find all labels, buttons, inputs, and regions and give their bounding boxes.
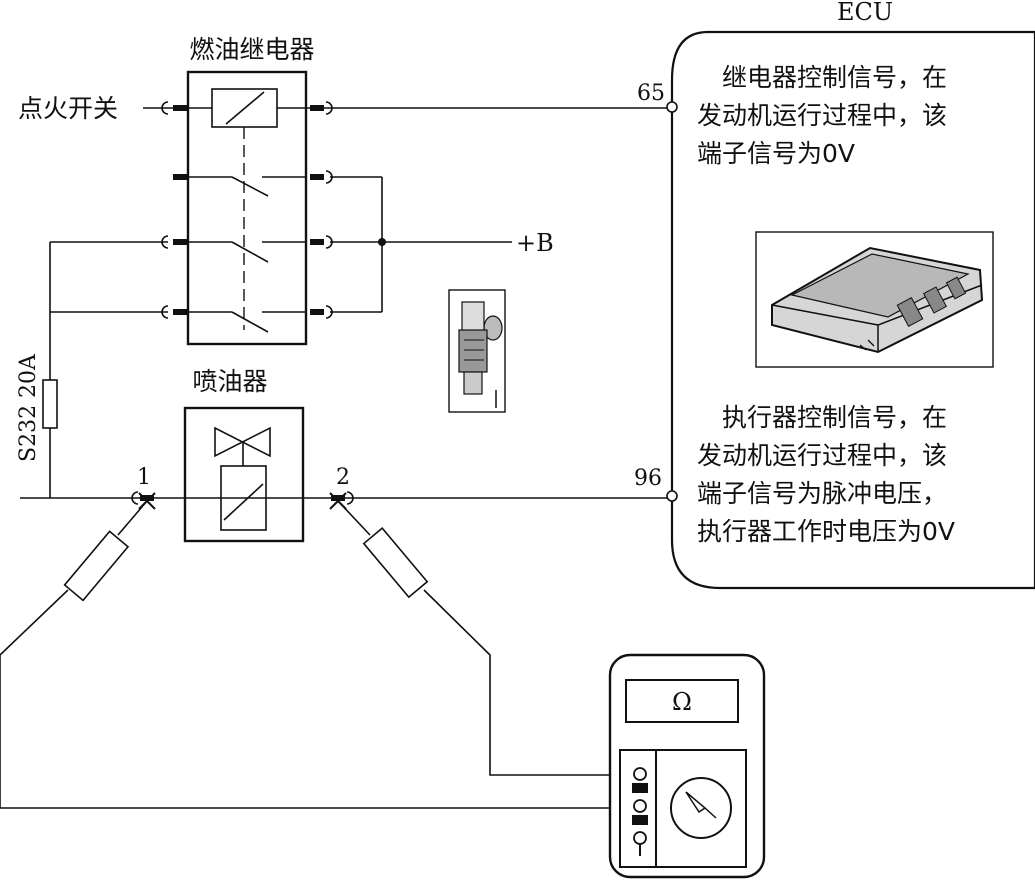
- ecu-note-relay-line1: 继电器控制信号，在: [722, 63, 947, 92]
- relay-switch-contacts: [161, 170, 333, 333]
- battery-label: +B: [516, 229, 554, 257]
- pin-65-terminal: [666, 101, 678, 113]
- pin-65-label: 65: [637, 81, 665, 106]
- ecu-note-relay: 继电器控制信号，在 发动机运行过程中，该 端子信号为0V: [697, 63, 947, 168]
- injector-label: 喷油器: [192, 367, 267, 396]
- relay-coil-icon: [211, 88, 278, 128]
- lead-right: [423, 589, 625, 776]
- meter-display: Ω: [672, 688, 692, 716]
- injector-valve-icon: [214, 426, 271, 531]
- ecu-label: ECU: [837, 0, 893, 26]
- injector-pin-1: [131, 491, 139, 505]
- pin-96-label: 96: [634, 466, 662, 491]
- fuel-relay-label: 燃油继电器: [189, 35, 314, 64]
- pin-1-label: 1: [137, 465, 151, 490]
- pin-2-label: 2: [336, 465, 350, 490]
- ecu-note-relay-line3: 端子信号为0V: [697, 139, 855, 168]
- probe-left: [63, 492, 156, 602]
- ecu-note-actuator-line1: 执行器控制信号，在: [722, 403, 947, 432]
- ecu-note-actuator-line3: 端子信号为脉冲电压，: [697, 479, 947, 508]
- multimeter-icon: [608, 653, 766, 879]
- fuse-symbol: [42, 379, 58, 429]
- lead-left: [0, 589, 625, 809]
- battery-bus: [330, 176, 512, 313]
- ecu-module-photo: [755, 231, 994, 368]
- fuse-label: S232 20A: [16, 353, 41, 462]
- ignition-connector: [161, 101, 169, 115]
- probe-right: [329, 492, 429, 599]
- ignition-switch-label: 点火开关: [18, 94, 118, 123]
- fuse-bus: [49, 241, 168, 498]
- pin-96-terminal: [666, 490, 678, 502]
- ecu-note-actuator-line4: 执行器工作时电压为0V: [697, 517, 955, 546]
- fuel-injector-photo: [448, 289, 506, 413]
- ecu-note-actuator-line2: 发动机运行过程中，该: [697, 441, 947, 470]
- ecu-note-relay-line2: 发动机运行过程中，该: [697, 101, 947, 130]
- ecu-note-actuator: 执行器控制信号，在 发动机运行过程中，该 端子信号为脉冲电压， 执行器工作时电压…: [697, 403, 955, 546]
- ignition-pin: [173, 105, 187, 111]
- injector-pin-2: [331, 495, 345, 501]
